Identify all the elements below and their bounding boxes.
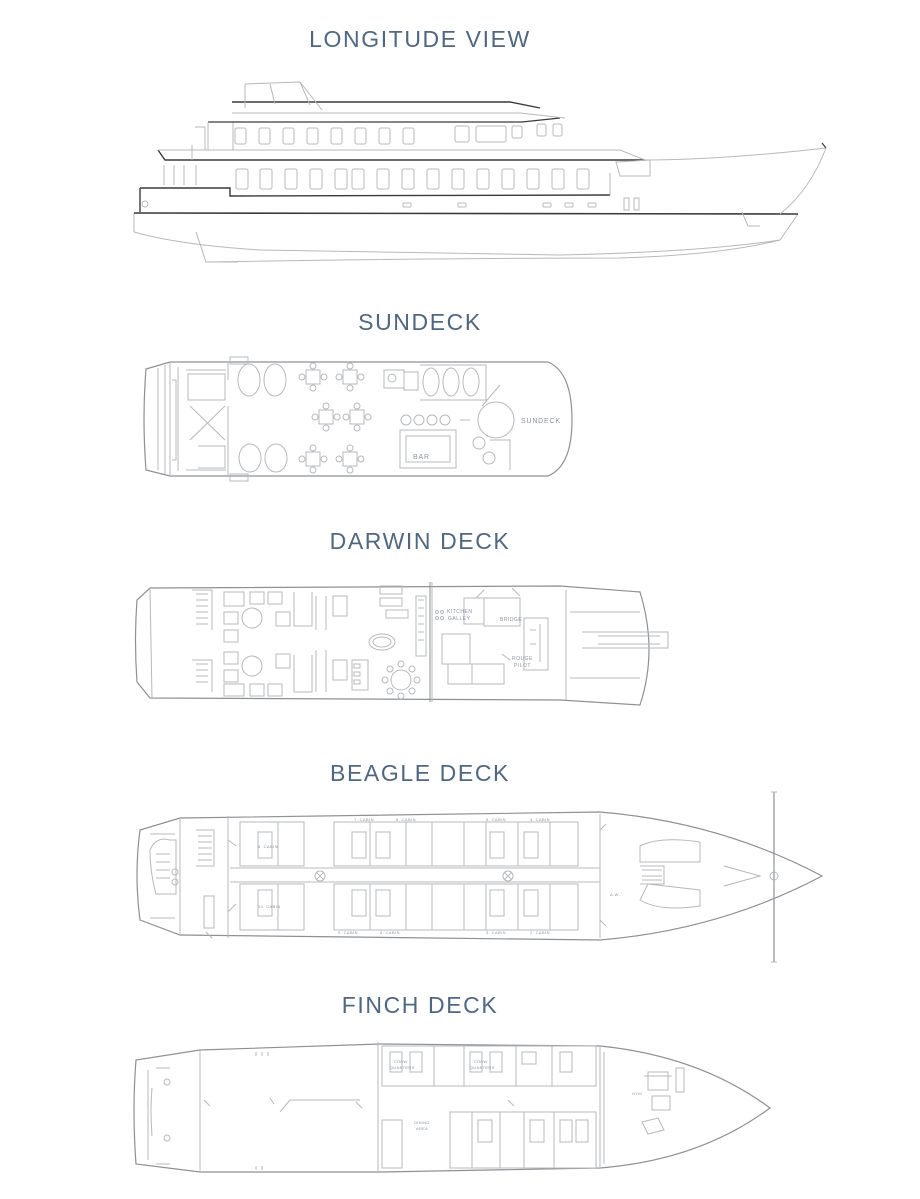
cabin-7-label: 7. CABIN [354,817,374,822]
cabin-8-top-label: 8. CABIN [258,844,278,849]
crew-quarters-2-label-line2: QUARTERS [470,1065,495,1070]
bridge-label: BRIDGE [500,617,522,623]
darwin-deck-title: DARWIN DECK [329,528,511,554]
sundeck-title: SUNDECK [358,309,482,335]
crew-quarters-1-label-line2: QUARTERS [390,1065,415,1070]
dining-area-label-line2: AREA [416,1126,428,1131]
gym-label: GYM [632,1091,642,1096]
finch-deck-title: FINCH DECK [341,992,499,1018]
galley-label-line1: KITCHEN [447,609,472,615]
cabin-3-label: 3. CABIN [486,930,506,935]
bar-label: BAR [413,454,430,461]
cabin-8-bottom-label: 8. CABIN [380,930,400,935]
cabin-5-label: 5. CABIN [486,817,506,822]
dining-area-label-line1: DINING [414,1120,430,1125]
beagle-deck-title: BEAGLE DECK [330,760,510,786]
cabin-4-label: 4. CABIN [530,817,550,822]
sundeck-area-label: SUNDECK [521,418,561,425]
cabin-10-label: 10. CABIN [258,904,281,909]
crew-quarters-1-label-line1: CREW [394,1059,407,1064]
galley-label-line2: GALLEY [448,616,471,622]
cabin-6-label: 6. CABIN [396,817,416,822]
pilot-label-line1: ROUGE [512,656,533,662]
crew-quarters-2-label-line1: CREW [474,1059,487,1064]
pilot-label-line2: PILOT [514,663,531,669]
cabin-2-label: 2. CABIN [530,930,550,935]
longitude-view-title: LONGITUDE VIEW [309,26,531,52]
cabin-9-label: 9. CABIN [338,930,358,935]
bow-area-label: A.W. [610,892,620,897]
